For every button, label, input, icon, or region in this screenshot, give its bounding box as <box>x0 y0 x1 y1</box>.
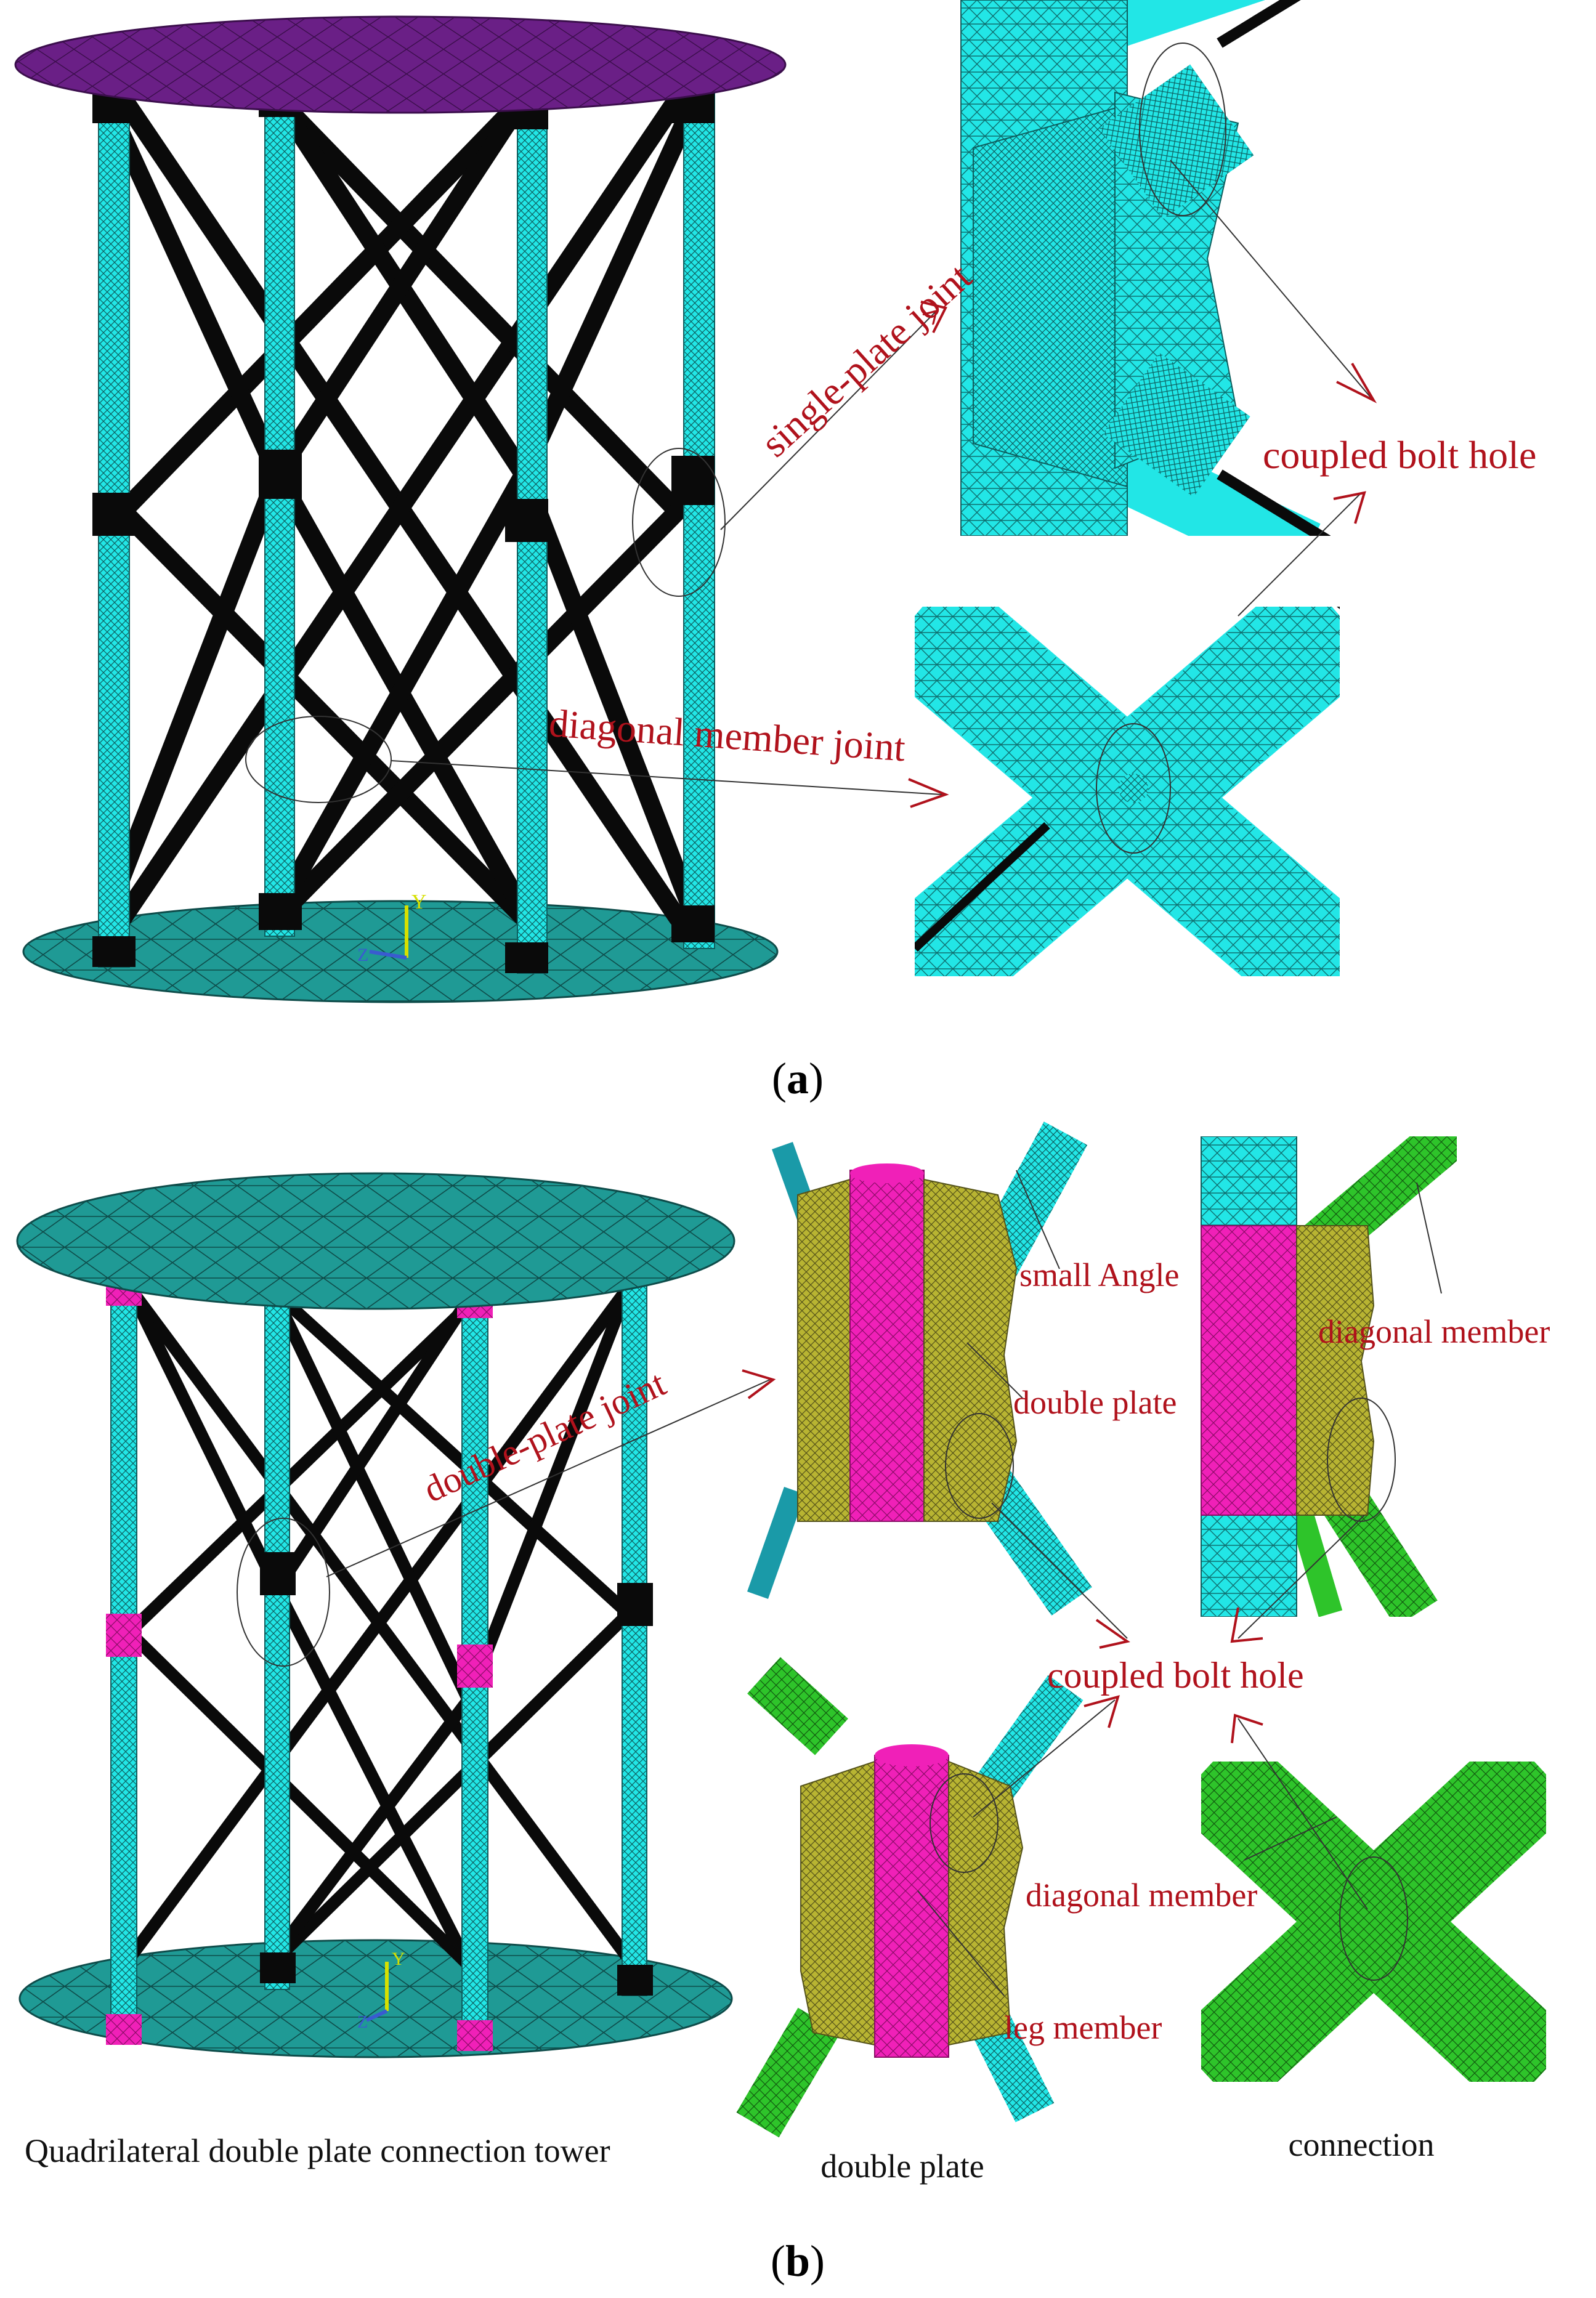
tower-b-base-plate <box>18 1939 733 2058</box>
tower-a-top-plate <box>14 15 787 114</box>
detail-double-plate-bottom-b <box>736 1657 1084 2138</box>
tower-b-leg-4 <box>622 1268 647 1996</box>
caption-double-plate: double plate <box>820 2148 984 2185</box>
label-coupled-bolt-hole-a: coupled bolt hole <box>1263 433 1536 477</box>
axis-triad-a: Y Z <box>357 891 427 965</box>
tower-b-joint-nodes <box>106 1281 653 2051</box>
caption-tower: Quadrilateral double plate connection to… <box>25 2132 610 2169</box>
tower-a-base-plate <box>22 900 779 1003</box>
tower-a-diagonals <box>102 89 699 927</box>
label-double-plate: double plate <box>1013 1384 1177 1421</box>
detail-single-plate-a <box>910 0 1331 536</box>
label-diagonal-member-joint: diagonal member joint <box>548 701 907 769</box>
tower-a-leg-4 <box>683 92 715 949</box>
tower-b-diagonals <box>123 1281 634 1977</box>
panel-a: Y Z <box>14 0 1536 1103</box>
label-diagonal-member-1: diagonal member <box>1318 1313 1550 1350</box>
detail-connection-bottom-b <box>1201 1762 1546 2082</box>
tower-a-leg-2 <box>264 86 295 937</box>
label-leg-member: leg member <box>1004 2009 1162 2046</box>
tower-b-leg-2 <box>264 1268 290 1990</box>
circle-single-plate-a <box>632 448 726 597</box>
detail-connection-top-b <box>1198 1136 1457 1617</box>
caption-connection: connection <box>1289 2126 1435 2163</box>
panel-b: Y Z <box>16 1121 1550 2286</box>
label-coupled-bolt-hole-b: coupled bolt hole <box>1047 1655 1304 1696</box>
label-small-angle: small Angle <box>1019 1256 1179 1293</box>
detail-diagonal-a <box>915 607 1340 976</box>
label-diagonal-member-2: diagonal member <box>1026 1877 1257 1914</box>
axis-z-label-a: Z <box>357 945 368 965</box>
detail-double-plate-joint-b <box>747 1121 1092 1616</box>
tower-b-top-plate <box>16 1172 735 1310</box>
axis-y-label-b: Y <box>392 1949 405 1969</box>
axis-z-label-b: Z <box>357 2013 368 2032</box>
circle-double-plate-b <box>237 1518 330 1667</box>
circle-diagonal-a <box>245 716 392 803</box>
tower-a: Y Z <box>14 15 787 1003</box>
caption-a: (a) <box>772 1054 824 1103</box>
axis-triad-b: Y Z <box>357 1949 405 2032</box>
caption-b: (b) <box>771 2236 825 2286</box>
axis-y-label-a: Y <box>411 891 427 913</box>
tower-b: Y Z <box>16 1172 735 2058</box>
